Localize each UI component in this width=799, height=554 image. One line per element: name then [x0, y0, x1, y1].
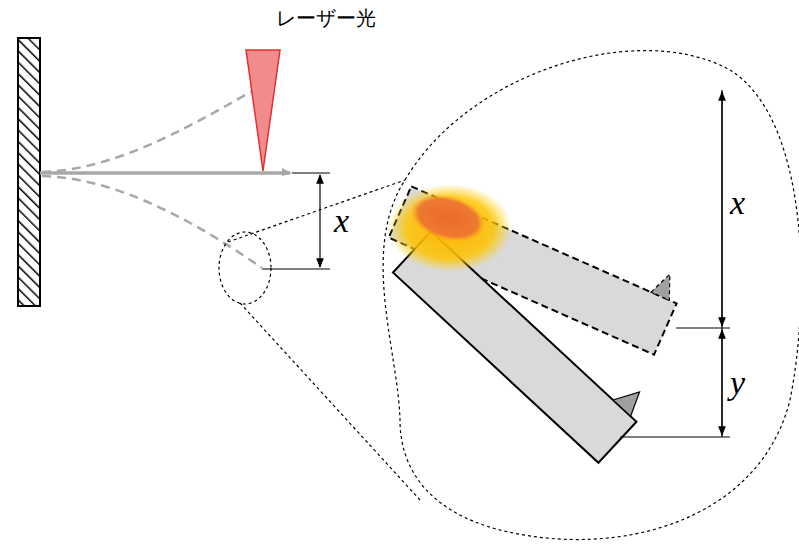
zoom-view	[383, 51, 799, 540]
zoom-circle	[219, 232, 271, 304]
dimension-line	[721, 90, 722, 437]
heated-spot	[388, 184, 512, 272]
dimension-label: y	[730, 366, 745, 400]
cantilever-before	[389, 164, 687, 354]
laser-label: レーザー光	[276, 8, 376, 28]
laser-beam	[246, 50, 280, 171]
deflected-down	[42, 176, 262, 268]
wall	[18, 38, 40, 306]
dimension-arrow	[319, 175, 320, 267]
deflected-up	[42, 88, 258, 172]
dimension-label: x	[334, 204, 349, 238]
cantilever	[40, 171, 290, 175]
tip	[282, 168, 292, 176]
dimension-label: x	[730, 186, 745, 220]
